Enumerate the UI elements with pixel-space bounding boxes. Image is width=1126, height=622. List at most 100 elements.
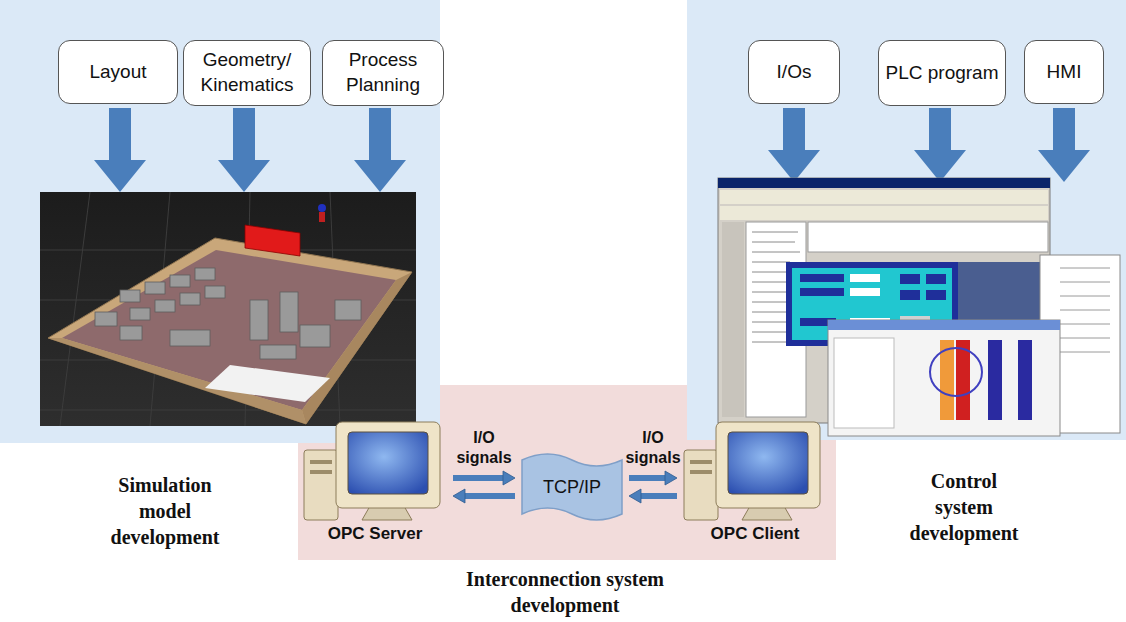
- illustration-part: [318, 204, 326, 212]
- illustration-part: [40, 192, 416, 426]
- illustration-part: [800, 288, 844, 296]
- illustration-part: [800, 274, 844, 282]
- node-text: Layout: [83, 56, 152, 89]
- illustration-part: [958, 262, 1048, 322]
- input-box: Layout: [58, 40, 178, 104]
- illustration-part: [722, 222, 744, 417]
- illustration-part: [1060, 324, 1110, 325]
- illustration-part: [1060, 268, 1110, 269]
- computer-node: OPC Server: [300, 420, 450, 548]
- signal-label: I/O signals: [447, 428, 521, 468]
- arrow-shaft: [640, 493, 677, 499]
- illustration-part: [850, 274, 880, 282]
- illustration-part: [752, 252, 800, 253]
- illustration-part: [834, 338, 894, 428]
- illustration-part: [319, 212, 325, 222]
- drive-slot: [690, 470, 712, 474]
- illustration-part: [718, 178, 1050, 188]
- illustration-part: [752, 232, 798, 233]
- monitor-frame: [716, 422, 820, 508]
- drive-slot: [310, 460, 332, 464]
- section-label: Interconnection system development: [420, 566, 710, 618]
- illustration-part: [808, 222, 1048, 252]
- input-box: PLC program: [878, 40, 1006, 106]
- signal-connector: [453, 471, 515, 503]
- illustration-part: [60, 192, 90, 426]
- input-box: Process Planning: [322, 40, 444, 106]
- illustration-part: [1060, 282, 1110, 283]
- illustration-part: [752, 302, 788, 303]
- illustration-part: [1060, 338, 1110, 339]
- illustration-part: [828, 320, 1060, 436]
- illustration-part: [40, 410, 416, 411]
- illustration-part: [205, 286, 225, 298]
- arrow-head: [503, 471, 515, 485]
- illustration-part: [1060, 310, 1110, 311]
- illustration-part: [1060, 296, 1110, 297]
- illustration-part: [1018, 340, 1032, 420]
- illustration-part: [218, 108, 270, 192]
- illustration-part: [930, 348, 982, 396]
- drive-slot: [310, 470, 332, 474]
- illustration-part: [1038, 108, 1090, 182]
- illustration-part: [752, 262, 790, 263]
- control-software-screenshot: [718, 178, 1120, 436]
- illustration-part: [926, 290, 946, 300]
- illustration-part: [354, 108, 406, 192]
- input-box: I/Os: [748, 40, 840, 104]
- node-text: OPC Server: [300, 524, 450, 544]
- illustration-part: [170, 275, 190, 287]
- section-label: Control system development: [900, 468, 1028, 546]
- signal-connector: [629, 471, 677, 503]
- illustration-part: [988, 340, 1002, 420]
- input-box: HMI: [1024, 40, 1104, 104]
- section-label: Simulation model development: [90, 472, 240, 550]
- arrow-shaft: [453, 475, 504, 481]
- factory-simulation-image: [40, 192, 416, 426]
- computer-icon: [680, 420, 830, 524]
- illustration-part: [95, 312, 117, 326]
- node-text: HMI: [1041, 56, 1088, 89]
- illustration-part: [260, 345, 296, 359]
- arrow-shaft: [464, 493, 515, 499]
- scroll-outline: [522, 454, 622, 520]
- illustration-part: [48, 238, 412, 424]
- illustration-part: [914, 108, 966, 182]
- illustration-part: [720, 206, 1048, 220]
- arrow-head: [665, 471, 677, 485]
- illustration-part: [900, 274, 920, 284]
- illustration-part: [828, 320, 1060, 330]
- monitor-screen: [728, 432, 808, 494]
- illustration-part: [752, 342, 790, 343]
- node-text: TCP/IP: [543, 477, 601, 498]
- monitor-frame: [336, 422, 440, 508]
- illustration-part: [130, 308, 150, 320]
- node-text: I/Os: [771, 56, 818, 89]
- illustration-part: [94, 108, 146, 192]
- illustration-part: [250, 300, 268, 340]
- illustration-part: [302, 272, 412, 424]
- node-text: Process Planning: [323, 44, 443, 101]
- illustration-part: [155, 300, 175, 312]
- arrow-head: [629, 489, 641, 503]
- illustration-part: [95, 268, 361, 359]
- illustration-part: [180, 293, 200, 305]
- computer-node: OPC Client: [680, 420, 830, 548]
- illustration-part: [170, 330, 210, 346]
- control-panel: [687, 0, 1126, 440]
- illustration-part: [752, 242, 795, 243]
- illustration-part: [145, 282, 165, 294]
- monitor-screen: [348, 432, 428, 494]
- illustration-part: [120, 326, 142, 340]
- input-arrows: [94, 108, 1090, 192]
- computer-tower: [684, 450, 718, 520]
- node-text: PLC program: [880, 57, 1005, 90]
- illustration-part: [280, 292, 298, 332]
- illustration-part: [300, 325, 330, 347]
- illustration-part: [195, 268, 215, 280]
- illustration-part: [335, 300, 361, 320]
- network-scroll: TCP/IP: [518, 448, 626, 526]
- illustration-part: [245, 225, 300, 256]
